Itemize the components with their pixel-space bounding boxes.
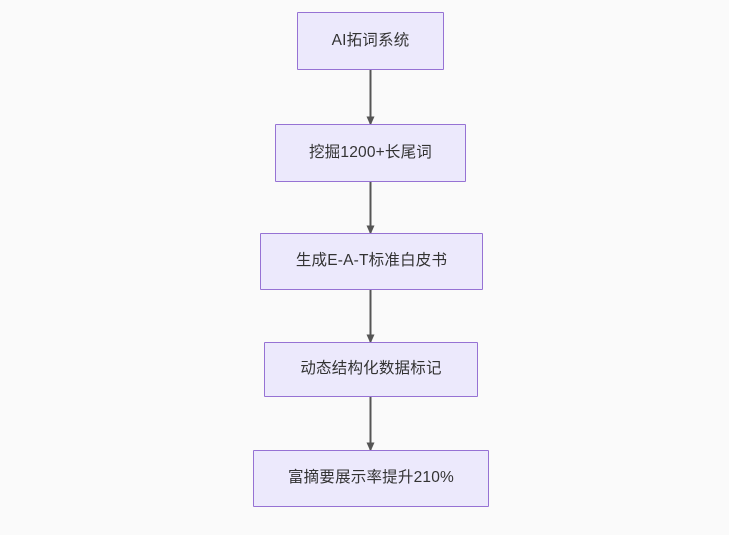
flowchart-node-dynamic-structured-data-markup[interactable]: 动态结构化数据标记 — [264, 342, 478, 397]
node-label: 动态结构化数据标记 — [300, 360, 442, 378]
node-label: AI拓词系统 — [331, 31, 410, 49]
node-label: 生成E-A-T标准白皮书 — [295, 252, 448, 270]
flowchart-node-rich-snippet-rate-up[interactable]: 富摘要展示率提升210% — [253, 450, 489, 507]
flowchart-node-ai-keyword-system[interactable]: AI拓词系统 — [297, 12, 444, 70]
flowchart-node-generate-eat-whitepaper[interactable]: 生成E-A-T标准白皮书 — [260, 233, 483, 290]
node-label: 挖掘1200+长尾词 — [308, 143, 433, 161]
node-label: 富摘要展示率提升210% — [287, 469, 455, 487]
flowchart-node-mine-longtail-keywords[interactable]: 挖掘1200+长尾词 — [275, 124, 466, 182]
